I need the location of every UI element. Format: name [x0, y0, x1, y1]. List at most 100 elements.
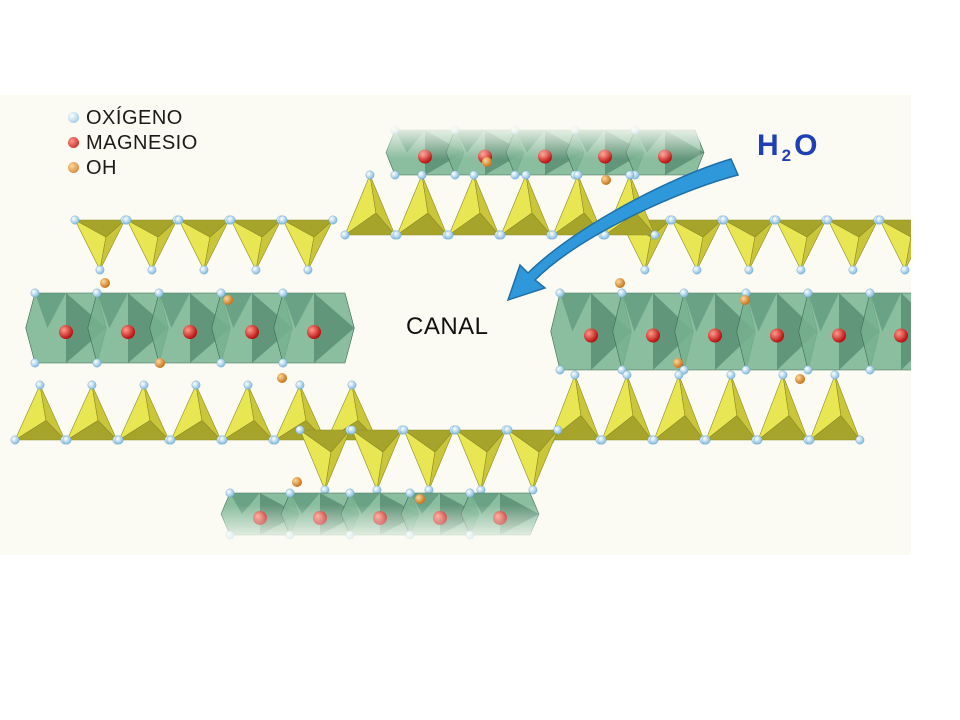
- legend-label-hydroxyl: OH: [86, 156, 117, 179]
- oxygen-atom: [805, 435, 815, 445]
- oxygen-atom: [166, 435, 176, 445]
- oxygen-atom: [771, 215, 781, 225]
- tetrahedron-face: [671, 219, 723, 238]
- tetrahedron-face: [65, 420, 118, 441]
- oxygen-atom: [216, 288, 226, 298]
- magnesium-atom: [832, 328, 846, 343]
- water-o: O: [794, 129, 819, 162]
- magnesium-atom: [121, 325, 135, 339]
- oxygen-atom: [855, 435, 865, 445]
- oxygen-atom: [465, 488, 475, 498]
- oxygen-atom: [503, 425, 513, 435]
- oxygen-atom: [741, 365, 751, 375]
- tetrahedron-face: [178, 219, 230, 238]
- oxygen-atom: [122, 215, 132, 225]
- oxygen-atom: [303, 265, 313, 275]
- oxygen-atom: [719, 215, 729, 225]
- hydroxyl-group: [100, 278, 110, 288]
- octahedron-face: [314, 293, 355, 363]
- oxygen-atom: [347, 425, 357, 435]
- oxygen-atom: [528, 485, 538, 495]
- oxygen-atom: [251, 265, 261, 275]
- oxygen-atom: [405, 488, 415, 498]
- oxygen-atom: [830, 370, 840, 380]
- tetrahedron-face: [549, 415, 601, 441]
- oxygen-atom: [270, 435, 280, 445]
- hydroxyl-group: [415, 494, 425, 504]
- oxygen-atom: [35, 380, 45, 390]
- octahedron-face: [777, 293, 818, 370]
- octahedron-face: [870, 293, 901, 332]
- tetrahedron-face: [879, 219, 911, 238]
- tetrahedron-face: [403, 429, 455, 453]
- octahedron-face: [35, 293, 66, 328]
- octahedron-face: [808, 293, 839, 332]
- tetrahedron-face: [653, 415, 705, 441]
- oxygen-atom: [875, 215, 885, 225]
- octahedron-face: [591, 293, 632, 370]
- canal-label: CANAL: [406, 313, 489, 340]
- oxygen-atom: [450, 170, 460, 180]
- oxygen-atom: [191, 380, 201, 390]
- octahedron-face: [470, 493, 500, 514]
- magnesium-atom: [894, 328, 908, 343]
- hydroxyl-group: [795, 374, 805, 384]
- oxygen-atom: [726, 370, 736, 380]
- oxygen-atom: [347, 380, 357, 390]
- octahedron-face: [159, 293, 190, 328]
- octahedron-face: [653, 293, 694, 370]
- oxygen-atom: [469, 170, 479, 180]
- oxygen-atom: [243, 380, 253, 390]
- octahedron-face: [66, 293, 107, 363]
- magnesium-sphere-icon: [68, 137, 79, 148]
- hydroxyl-group: [292, 477, 302, 487]
- hydroxyl-group: [223, 295, 233, 305]
- tetrahedron-face: [126, 219, 178, 238]
- octahedron-face: [350, 493, 380, 514]
- octahedron-face: [290, 493, 320, 514]
- oxygen-atom: [218, 435, 228, 445]
- legend-item-oxygen: OXÍGENO: [68, 105, 198, 130]
- oxygen-atom: [62, 435, 72, 445]
- tetrahedron-face: [74, 219, 126, 238]
- tetrahedron-face: [13, 420, 66, 441]
- oxygen-atom: [390, 170, 400, 180]
- tetrahedron-face: [299, 429, 351, 453]
- oxygen-atom: [679, 288, 689, 298]
- octahedron-face: [622, 293, 653, 332]
- octahedron-face: [715, 293, 756, 370]
- tetrahedron-face: [757, 415, 809, 441]
- oxygen-atom: [295, 425, 305, 435]
- oxygen-atom: [823, 215, 833, 225]
- oxygen-atom: [573, 170, 583, 180]
- magnesium-atom: [245, 325, 259, 339]
- oxygen-atom: [216, 358, 226, 368]
- oxygen-atom: [92, 288, 102, 298]
- hydroxyl-group: [482, 157, 492, 167]
- tetrahedron-face: [809, 415, 861, 441]
- water-subscript: 2: [781, 146, 793, 165]
- oxygen-atom: [521, 170, 531, 180]
- oxygen-atom: [328, 215, 338, 225]
- hydroxyl-group: [155, 358, 165, 368]
- hydroxyl-group: [601, 175, 611, 185]
- oxygen-atom: [803, 288, 813, 298]
- oxygen-atom: [417, 170, 427, 180]
- oxygen-atom: [87, 380, 97, 390]
- oxygen-atom: [345, 488, 355, 498]
- oxygen-atom: [278, 288, 288, 298]
- oxygen-atom: [114, 435, 124, 445]
- oxygen-atom: [226, 215, 236, 225]
- octahedron-face: [252, 293, 293, 363]
- oxygen-atom: [617, 288, 627, 298]
- oxygen-atom: [900, 265, 910, 275]
- water-arrow: [506, 158, 740, 302]
- oxygen-atom: [285, 488, 295, 498]
- tetrahedron-face: [230, 219, 282, 238]
- magnesium-atom: [59, 325, 73, 339]
- oxygen-atom: [553, 425, 563, 435]
- oxygen-atom: [555, 365, 565, 375]
- oxygen-atom: [674, 370, 684, 380]
- oxygen-atom: [796, 265, 806, 275]
- octahedron-face: [560, 293, 591, 332]
